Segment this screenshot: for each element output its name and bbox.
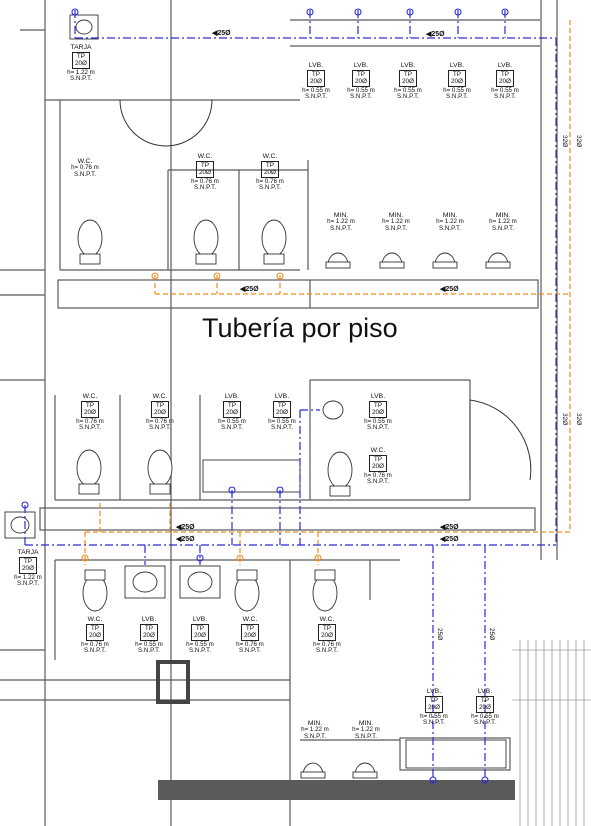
pipe-size-label: ◀25Ø bbox=[440, 536, 459, 543]
pipe-size-label: ◀25Ø bbox=[176, 524, 195, 531]
pipe-size-label: ◀25Ø bbox=[212, 30, 231, 37]
vertical-pipe-label: 25Ø bbox=[436, 628, 443, 641]
vertical-pipe-label: 32Ø bbox=[575, 135, 582, 148]
pipe-size-label: ◀25Ø bbox=[240, 286, 259, 293]
pipe-size-label: ◀25Ø bbox=[440, 524, 459, 531]
floor-slab bbox=[158, 780, 515, 800]
cold-water-pipes bbox=[24, 10, 557, 785]
toilets bbox=[76, 219, 353, 612]
drawing-title: Tubería por piso bbox=[202, 313, 398, 343]
valve-markers bbox=[21, 8, 509, 784]
urinals bbox=[300, 252, 511, 779]
vertical-pipe-label: 32Ø bbox=[561, 135, 568, 148]
pipe-size-label: ◀25Ø bbox=[426, 31, 445, 38]
door-arc bbox=[119, 99, 213, 147]
stair-hatch bbox=[512, 640, 591, 826]
vertical-pipe-label: 32Ø bbox=[561, 413, 568, 426]
vertical-pipe-label: 25Ø bbox=[488, 628, 495, 641]
pipe-size-label: ◀25Ø bbox=[440, 286, 459, 293]
column bbox=[156, 660, 190, 704]
vertical-pipe-label: 32Ø bbox=[575, 413, 582, 426]
hot-water-pipes bbox=[84, 20, 571, 565]
lavatories bbox=[4, 14, 507, 769]
pipe-size-label: ◀25Ø bbox=[176, 536, 195, 543]
door-arc bbox=[469, 399, 532, 481]
